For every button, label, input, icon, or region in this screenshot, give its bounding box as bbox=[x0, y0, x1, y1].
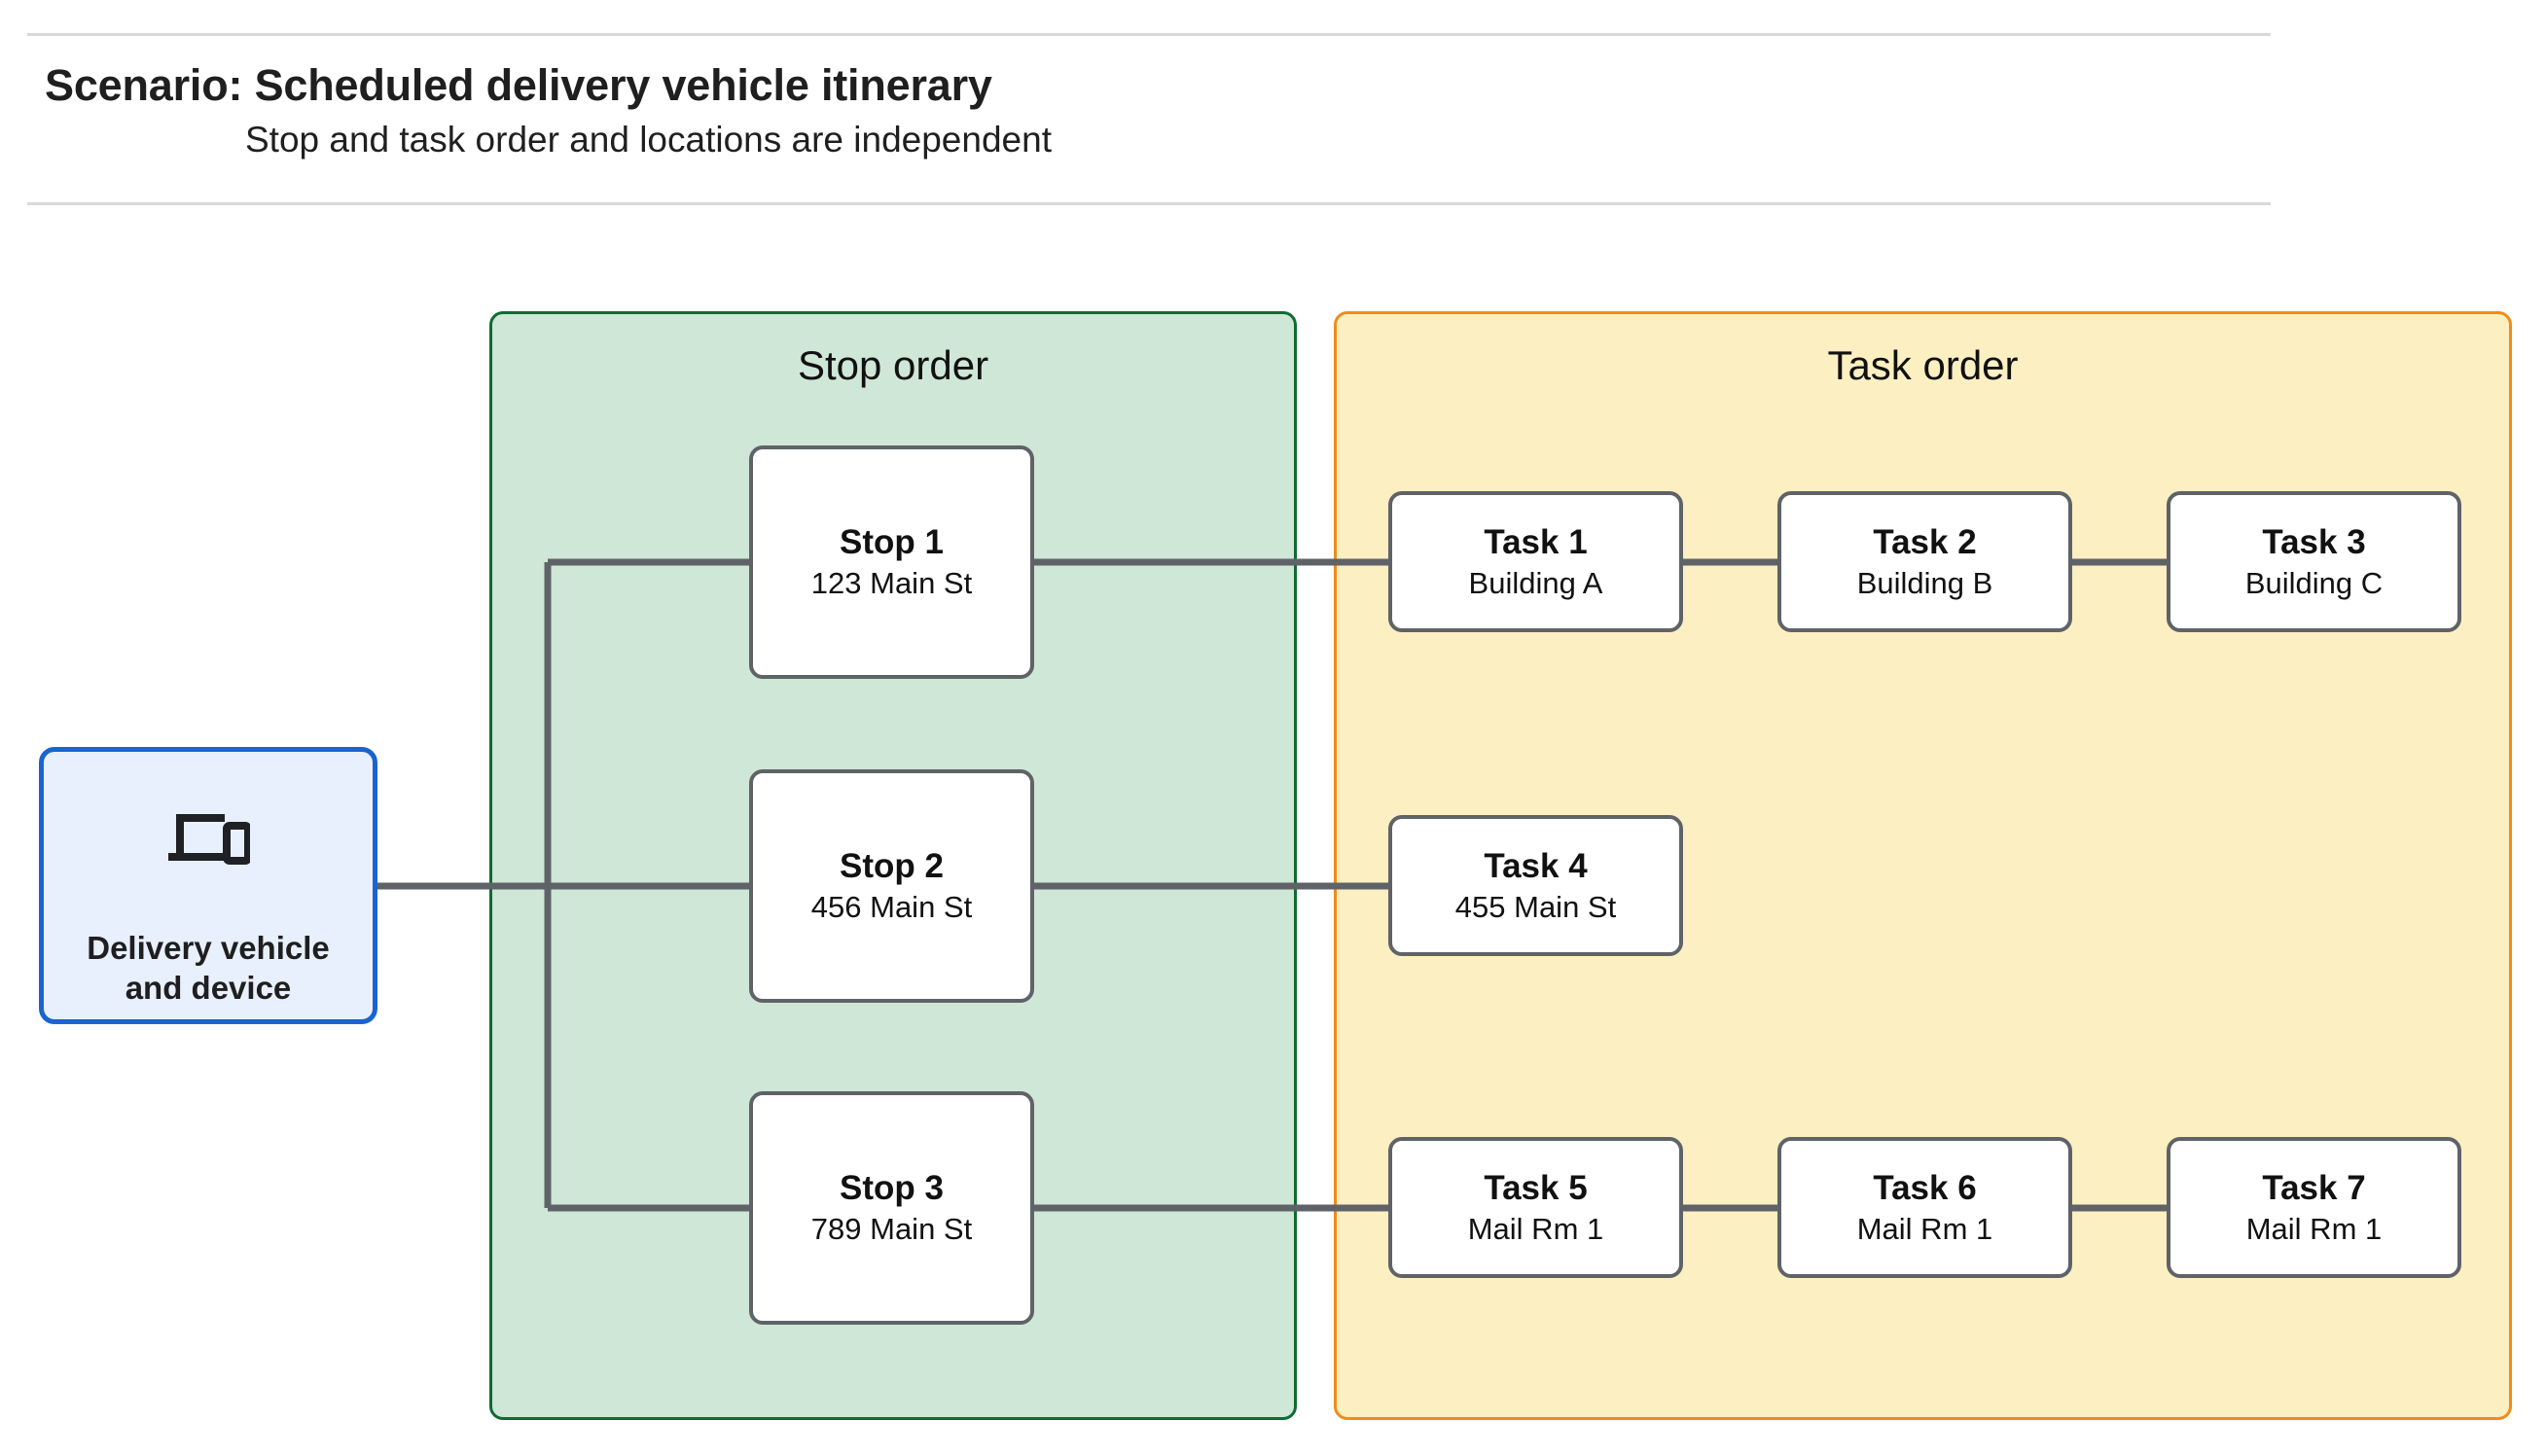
task-node-7-location: Mail Rm 1 bbox=[2245, 1211, 2383, 1246]
task-node-1-title: Task 1 bbox=[1484, 522, 1588, 561]
header-rule-top bbox=[27, 33, 2271, 36]
task-node-3-location: Building C bbox=[2244, 565, 2384, 600]
page-title: Scenario: Scheduled delivery vehicle iti… bbox=[45, 60, 992, 110]
task-node-2-location: Building B bbox=[1856, 565, 1993, 600]
stop-node-3[interactable]: Stop 3 789 Main St bbox=[749, 1091, 1034, 1325]
task-node-2-title: Task 2 bbox=[1873, 522, 1977, 561]
header-rule-bottom bbox=[27, 202, 2271, 205]
task-node-1-location: Building A bbox=[1468, 565, 1603, 600]
stop-node-2[interactable]: Stop 2 456 Main St bbox=[749, 769, 1034, 1003]
task-node-2[interactable]: Task 2 Building B bbox=[1777, 491, 2072, 632]
stop-node-2-title: Stop 2 bbox=[840, 847, 944, 886]
stop-node-1-title: Stop 1 bbox=[840, 523, 944, 562]
task-node-4-location: 455 Main St bbox=[1454, 889, 1617, 924]
devices-icon bbox=[166, 808, 252, 875]
task-node-6-location: Mail Rm 1 bbox=[1856, 1211, 1993, 1246]
stop-node-1[interactable]: Stop 1 123 Main St bbox=[749, 445, 1034, 679]
stop-order-panel-title: Stop order bbox=[797, 342, 989, 388]
device-card-label: Delivery vehicle and device bbox=[87, 930, 330, 1007]
delivery-vehicle-and-device-card[interactable]: Delivery vehicle and device bbox=[39, 747, 377, 1024]
stop-node-2-address: 456 Main St bbox=[810, 890, 973, 925]
task-node-7-title: Task 7 bbox=[2262, 1168, 2366, 1207]
stop-node-3-title: Stop 3 bbox=[840, 1169, 944, 1208]
task-node-3[interactable]: Task 3 Building C bbox=[2167, 491, 2461, 632]
page-subtitle: Stop and task order and locations are in… bbox=[245, 120, 1052, 160]
task-node-3-title: Task 3 bbox=[2262, 522, 2366, 561]
task-node-5-title: Task 5 bbox=[1484, 1168, 1588, 1207]
task-node-6[interactable]: Task 6 Mail Rm 1 bbox=[1777, 1137, 2072, 1278]
task-node-5-location: Mail Rm 1 bbox=[1467, 1211, 1604, 1246]
task-node-1[interactable]: Task 1 Building A bbox=[1388, 491, 1683, 632]
task-node-4-title: Task 4 bbox=[1484, 846, 1588, 885]
task-node-5[interactable]: Task 5 Mail Rm 1 bbox=[1388, 1137, 1683, 1278]
task-order-panel-title: Task order bbox=[1827, 342, 2019, 388]
task-node-6-title: Task 6 bbox=[1873, 1168, 1977, 1207]
task-node-4[interactable]: Task 4 455 Main St bbox=[1388, 815, 1683, 956]
stop-node-1-address: 123 Main St bbox=[810, 566, 973, 601]
stop-node-3-address: 789 Main St bbox=[810, 1212, 973, 1247]
task-node-7[interactable]: Task 7 Mail Rm 1 bbox=[2167, 1137, 2461, 1278]
